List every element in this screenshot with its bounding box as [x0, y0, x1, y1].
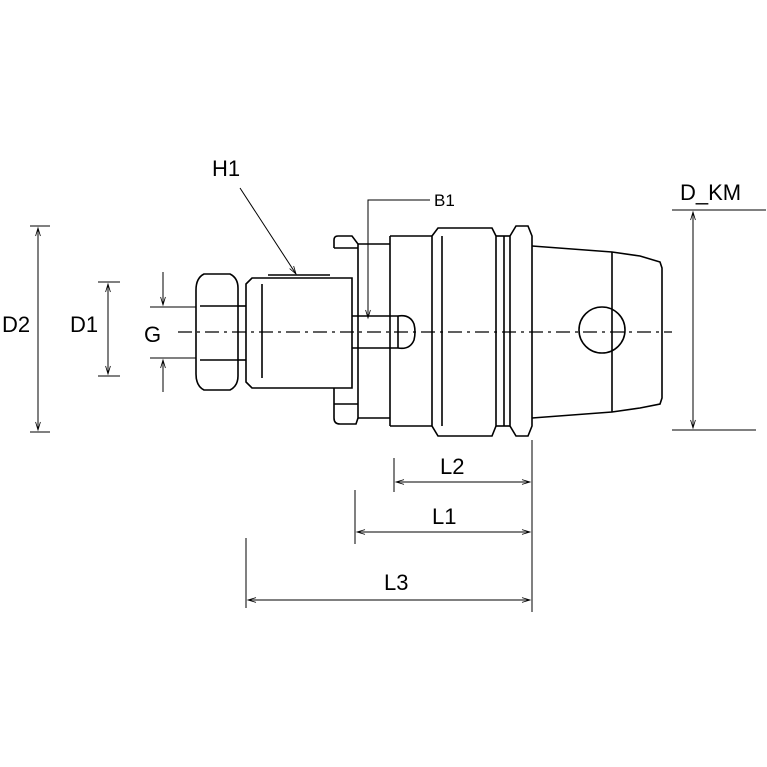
d1-dimension: D1: [70, 281, 120, 377]
g-dimension: G: [144, 272, 196, 392]
g-label: G: [144, 322, 161, 347]
threaded-shank: [245, 274, 353, 389]
b1-leader: B1: [365, 191, 455, 320]
dkm-label: D_KM: [680, 180, 741, 205]
l1-dimension: L1: [354, 490, 532, 544]
b1-label: B1: [434, 191, 455, 210]
l2-dimension: L2: [393, 440, 533, 612]
l3-label: L3: [384, 570, 408, 595]
d2-label: D2: [2, 312, 30, 337]
holder-body: [389, 225, 533, 437]
l2-label: L2: [440, 454, 464, 479]
d1-label: D1: [70, 312, 98, 337]
h1-leader: H1: [212, 156, 297, 276]
bore-feature: [352, 314, 416, 350]
l3-dimension: L3: [245, 538, 532, 608]
clamping-nut: [195, 273, 246, 391]
taper-shank: [531, 245, 663, 419]
d2-dimension: D2: [2, 225, 50, 433]
dkm-dimension: D_KM: [672, 180, 766, 431]
flange: [333, 235, 390, 425]
h1-label: H1: [212, 156, 240, 181]
l1-label: L1: [432, 504, 456, 529]
